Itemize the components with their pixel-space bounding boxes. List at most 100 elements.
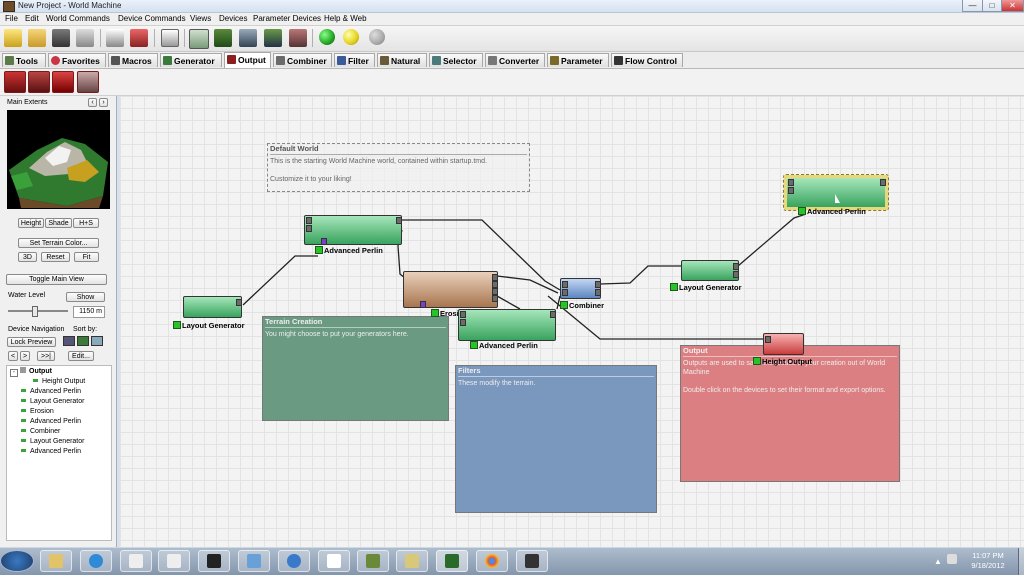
taskbar-worldmachine[interactable] [436,550,468,572]
node-combiner[interactable] [560,278,601,299]
group-filters[interactable]: Filters These modify the terrain. [455,365,657,513]
group-terrain-creation[interactable]: Terrain Creation You might choose to put… [262,316,449,421]
input-port[interactable] [788,179,794,186]
output-port[interactable] [733,263,739,270]
tab-generator[interactable]: Generator [160,53,222,67]
yellow-light-icon[interactable] [343,29,359,45]
render-icon[interactable] [106,29,124,47]
param-port[interactable] [420,301,426,308]
node-erosion[interactable] [403,271,498,308]
output-port[interactable] [492,295,498,302]
output-port[interactable] [236,299,242,306]
settings-icon[interactable] [289,29,307,47]
sort-name-icon[interactable] [91,336,103,346]
taskbar-explorer[interactable] [40,550,72,572]
green-light-icon[interactable] [319,29,335,45]
height-output-icon[interactable] [4,71,26,93]
tab-tools[interactable]: Tools [2,53,46,67]
param-port[interactable] [321,238,327,245]
output-port[interactable] [396,217,402,224]
tree-item[interactable]: Advanced Perlin [21,388,81,395]
show-water-button[interactable]: Show [66,292,105,302]
3d-button[interactable]: 3D [18,252,37,262]
output-port[interactable] [733,271,739,278]
history-end-button[interactable]: >>| [37,351,55,361]
tab-selector[interactable]: Selector [429,53,483,67]
hs-view-button[interactable]: H+S [73,218,99,228]
menu-views[interactable]: Views [190,14,212,23]
node-height-output[interactable] [763,333,804,355]
group-default-world[interactable]: Default World This is the starting World… [267,143,530,192]
history-forward-button[interactable]: > [20,351,30,361]
gray-light-icon[interactable] [369,29,385,45]
dice-icon[interactable] [161,29,179,47]
taskbar-document[interactable] [120,550,152,572]
menu-parameter-devices[interactable]: Parameter Devices [253,14,322,23]
output-port[interactable] [492,274,498,281]
output-port[interactable] [595,289,601,296]
menu-device-commands[interactable]: Device Commands [118,14,186,23]
menu-edit[interactable]: Edit [25,14,39,23]
shade-view-button[interactable]: Shade [45,218,72,228]
output-port[interactable] [492,288,498,295]
export-icon[interactable] [130,29,148,47]
output-port[interactable] [492,281,498,288]
input-port[interactable] [306,225,312,232]
device-canvas[interactable]: Default World This is the starting World… [120,96,1024,547]
output-port[interactable] [595,281,601,288]
mesh-output-icon[interactable] [52,71,74,93]
tree-root-output[interactable]: -Output [10,367,52,377]
slider-thumb[interactable] [32,306,38,317]
input-port[interactable] [460,311,466,318]
input-port[interactable] [562,281,568,288]
tab-natural[interactable]: Natural [377,53,427,67]
bitmap-output-icon[interactable] [28,71,50,93]
tree-item[interactable]: Combiner [21,428,60,435]
menu-world-commands[interactable]: World Commands [46,14,110,23]
group-output[interactable]: Output Outputs are used to save the resu… [680,345,900,482]
layout-view-icon[interactable] [189,29,209,49]
menu-help-web[interactable]: Help & Web [324,14,367,23]
toggle-main-view-button[interactable]: Toggle Main View [6,274,107,285]
minimize-button[interactable]: — [962,0,983,12]
output-port[interactable] [880,179,886,186]
tab-macros[interactable]: Macros [108,53,158,67]
node-layout-generator-1[interactable] [183,296,242,318]
node-advanced-perlin-2[interactable] [458,309,556,341]
node-advanced-perlin-1[interactable] [304,215,402,245]
tab-converter[interactable]: Converter [485,53,545,67]
maximize-button[interactable]: □ [982,0,1002,12]
lock-preview-button[interactable]: Lock Preview [7,337,56,347]
clock[interactable]: 11:07 PM 9/18/2012 [960,551,1016,571]
taskbar-misc[interactable] [516,550,548,572]
taskbar-zbrush[interactable] [318,550,350,572]
fit-button[interactable]: Fit [74,252,99,262]
next-arrow-button[interactable]: › [99,98,108,107]
taskbar-speed[interactable] [198,550,230,572]
show-desktop-button[interactable] [1018,548,1024,575]
height-view-button[interactable]: Height [18,218,44,228]
start-button[interactable] [0,550,34,572]
input-port[interactable] [562,289,568,296]
water-level-slider[interactable] [8,306,68,317]
menu-file[interactable]: File [5,14,18,23]
input-port[interactable] [788,187,794,194]
tray-arrow-icon[interactable]: ▲ [934,557,942,566]
new-file-icon[interactable] [4,29,22,47]
taskbar-itunes[interactable] [278,550,310,572]
taskbar-terrain[interactable] [357,550,389,572]
open-folder-icon[interactable] [28,29,46,47]
world-view-icon[interactable] [239,29,257,47]
water-level-field[interactable]: 1150 m [73,306,105,318]
taskbar-ie[interactable] [80,550,112,572]
close-button[interactable]: ✕ [1001,0,1024,12]
sort-type-icon[interactable] [63,336,75,346]
menu-devices[interactable]: Devices [219,14,248,23]
input-port[interactable] [460,319,466,326]
taskbar-window[interactable] [238,550,270,572]
sort-color-icon[interactable] [77,336,89,346]
output-port[interactable] [550,311,556,318]
tab-filter[interactable]: Filter [334,53,375,67]
tree-item[interactable]: Layout Generator [21,438,84,445]
history-back-button[interactable]: < [8,351,18,361]
